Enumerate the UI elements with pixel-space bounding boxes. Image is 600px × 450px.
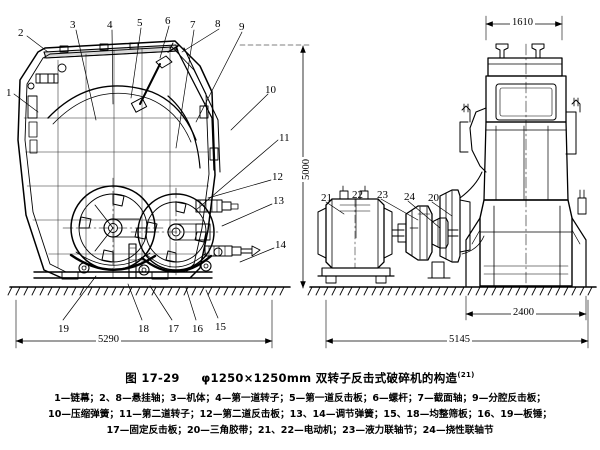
dimension-width-left: 5290 [96, 334, 121, 345]
callout-2: 2 [18, 27, 24, 39]
callout-7: 7 [190, 19, 196, 31]
callout-10: 10 [265, 84, 276, 96]
callout-5: 5 [137, 17, 143, 29]
callout-14: 14 [275, 239, 286, 251]
dimension-width-right-base: 5145 [447, 334, 472, 345]
figure-title-spec: φ1250×1250mm 双转子反击式破碎机的构造 [201, 371, 458, 385]
callout-18: 18 [138, 323, 149, 335]
callout-6: 6 [165, 15, 171, 27]
dimension-width-right-body: 2400 [511, 307, 536, 318]
callout-21: 21 [321, 192, 332, 204]
callout-13: 13 [273, 195, 284, 207]
callout-1: 1 [6, 87, 12, 99]
legend-line-3: 17—固定反击板；20—三角胶带；21、22—电动机；23—液力联轴节；24—挠… [106, 425, 494, 436]
callout-19: 19 [58, 323, 69, 335]
dimension-width-top-right: 1610 [510, 17, 535, 28]
callout-20: 20 [428, 192, 439, 204]
callout-11: 11 [279, 132, 290, 144]
callout-12: 12 [272, 171, 283, 183]
callout-23: 23 [377, 189, 388, 201]
callout-17: 17 [168, 323, 179, 335]
callout-24: 24 [404, 191, 415, 203]
callout-15: 15 [215, 321, 226, 333]
legend-line-2: 10—压缩弹簧；11—第二道转子；12—第二道反击板；13、14—调节弹簧；15… [48, 409, 552, 420]
figure-title: 图 17-29 φ1250×1250mm 双转子反击式破碎机的构造(21) [0, 370, 600, 386]
dimension-height-left: 5000 [301, 157, 312, 182]
callout-8: 8 [215, 18, 221, 30]
callout-4: 4 [107, 19, 113, 31]
figure-title-ref: (21) [457, 371, 475, 380]
legend-line-1: 1—链幕；2、8—悬挂轴；3—机体；4—第一道转子；5—第一道反击板；6—螺杆；… [54, 393, 546, 404]
callout-22: 22 [352, 189, 363, 201]
figure-caption: 图 17-29 φ1250×1250mm 双转子反击式破碎机的构造(21) 1—… [0, 370, 600, 439]
callout-16: 16 [192, 323, 203, 335]
callout-9: 9 [239, 21, 245, 33]
figure-title-label: 图 17-29 [125, 371, 180, 385]
callout-3: 3 [70, 19, 76, 31]
